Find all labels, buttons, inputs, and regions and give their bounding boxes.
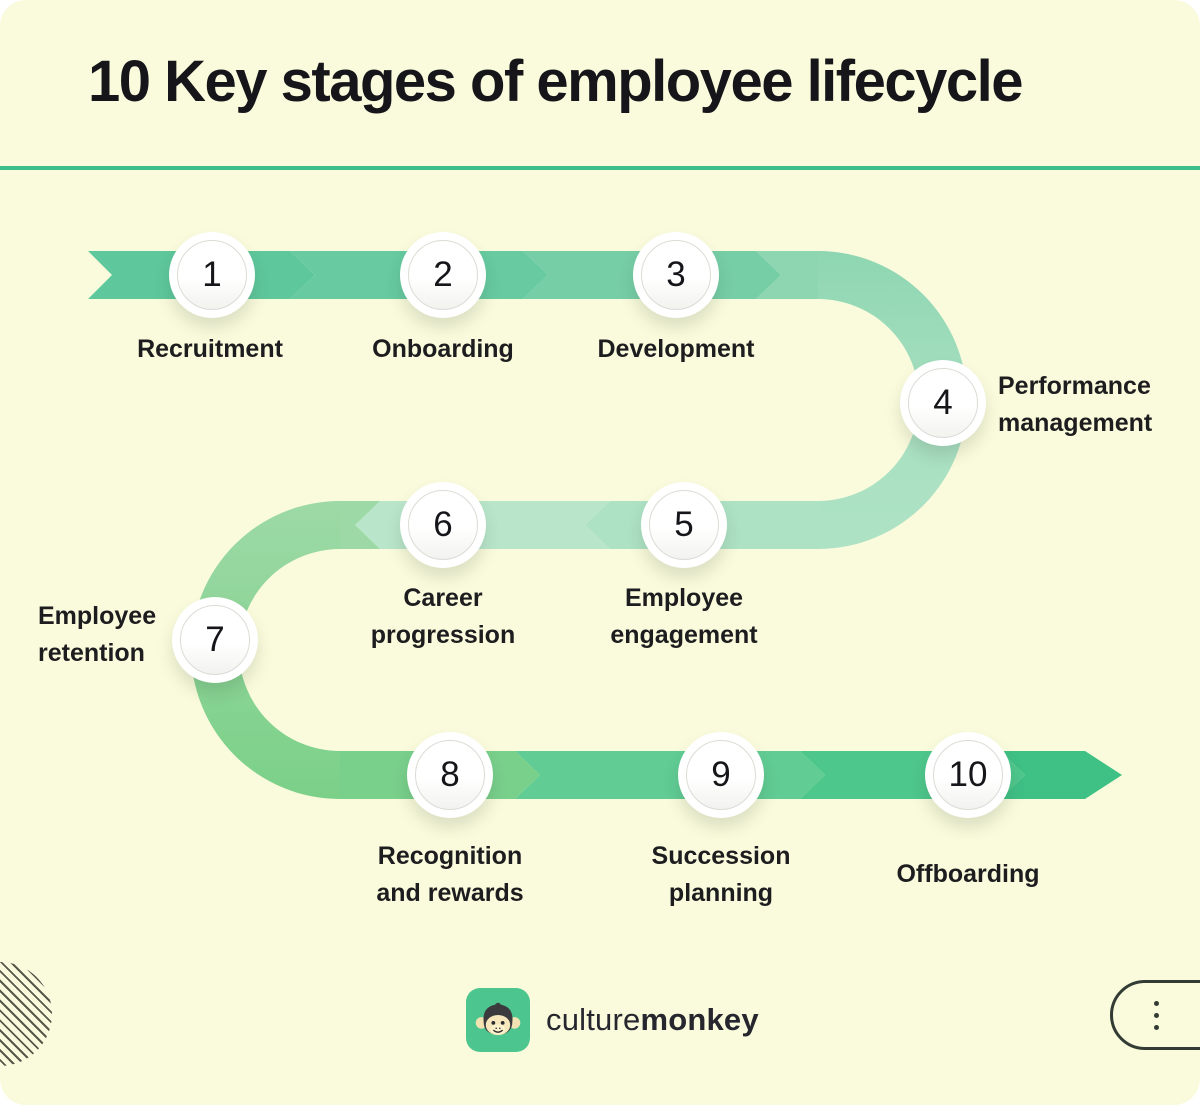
stage-circle-7: 7: [172, 597, 258, 683]
monkey-icon: [466, 988, 530, 1052]
stage-number: 6: [408, 490, 478, 560]
stage-label-offboarding: Offboarding: [896, 860, 1040, 888]
stage-circle-2: 2: [400, 232, 486, 318]
stage-label-employee-retention: Employee retention: [38, 602, 157, 667]
stage-label-employee-engagement: Employee engagement: [610, 584, 758, 649]
ribbon-right-turn: [818, 251, 967, 549]
ribbon-left-turn: [191, 501, 340, 799]
ribbon-arrow-end: [1000, 751, 1122, 799]
vertical-ellipsis-icon: [1154, 1000, 1159, 1030]
stage-number: 5: [649, 490, 719, 560]
stage-label-succession-planning: Succession planning: [651, 842, 791, 907]
stage-label-recruitment: Recruitment: [137, 335, 283, 363]
menu-button[interactable]: [1110, 980, 1200, 1050]
brand-wordmark: culturemonkey: [546, 1002, 759, 1037]
stage-number: 4: [908, 368, 978, 438]
stage-number: 3: [641, 240, 711, 310]
stage-number: 1: [177, 240, 247, 310]
stage-number: 7: [180, 605, 250, 675]
stage-circle-6: 6: [400, 482, 486, 568]
stage-label-recognition-rewards: Recognition and rewards: [376, 842, 524, 907]
stage-number: 2: [408, 240, 478, 310]
stage-circle-1: 1: [169, 232, 255, 318]
stage-circle-10: 10: [925, 732, 1011, 818]
stage-label-career-progression: Career progression: [370, 584, 516, 649]
stage-number: 10: [933, 740, 1003, 810]
stage-circle-4: 4: [900, 360, 986, 446]
stage-number: 8: [415, 740, 485, 810]
stage-number: 9: [686, 740, 756, 810]
ribbon-segment-7: [340, 501, 380, 549]
ribbon-segment-9: [515, 751, 825, 799]
ribbon-segment-4: [756, 251, 818, 299]
page-title: 10 Key stages of employee lifecycle: [88, 49, 1024, 114]
stage-label-performance-management: Performance management: [998, 372, 1153, 437]
stage-label-onboarding: Onboarding: [372, 335, 514, 363]
stage-circle-9: 9: [678, 732, 764, 818]
stage-circle-5: 5: [641, 482, 727, 568]
brand-logo[interactable]: culturemonkey: [466, 988, 759, 1052]
stage-circle-8: 8: [407, 732, 493, 818]
stage-circle-3: 3: [633, 232, 719, 318]
stage-label-development: Development: [597, 335, 755, 363]
header-divider: [0, 166, 1200, 170]
